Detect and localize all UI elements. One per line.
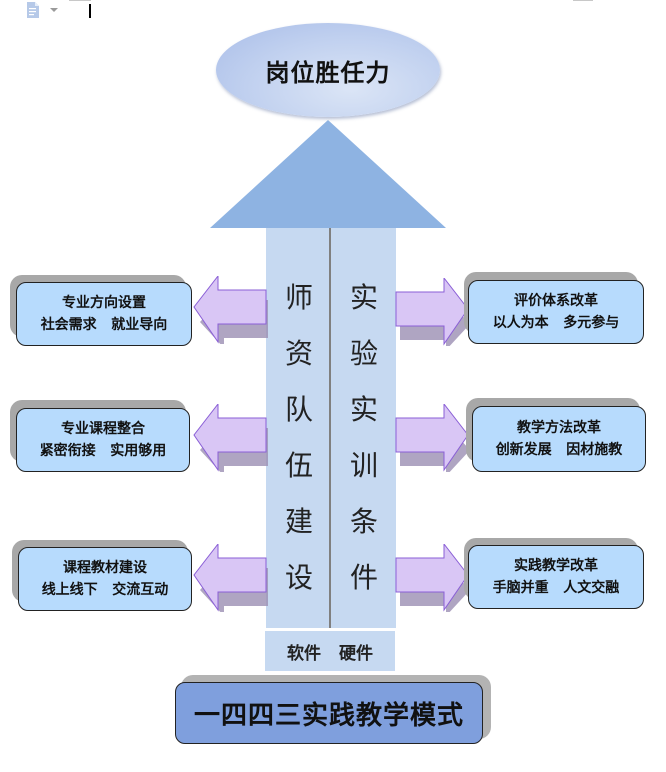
text-cursor: [89, 4, 91, 18]
card-subtitle: 线上线下 交流互动: [41, 582, 169, 598]
card-title: 评价体系改革: [514, 293, 598, 309]
card-subtitle: 以人为本 多元参与: [492, 315, 620, 331]
pillar-divider: [329, 228, 331, 628]
card-subtitle: 社会需求 就业导向: [40, 317, 168, 333]
goal-ellipse: 岗位胜任力: [216, 23, 440, 117]
right-arrow: [395, 404, 470, 472]
up-arrow-head: [210, 120, 446, 228]
card-title: 专业方向设置: [62, 295, 146, 311]
pillar-char: 设: [284, 561, 313, 594]
pillar-char: 伍: [284, 449, 313, 482]
pillar-char: 件: [349, 561, 378, 594]
foundation-box: 一四四三实践教学模式: [175, 682, 483, 744]
left-arrow: [193, 404, 268, 472]
right-card-practice-teaching-reform: 实践教学改革 手脑并重 人文交融: [468, 545, 644, 609]
pillar-right-column: 实 验 实 训 条 件: [334, 270, 394, 606]
document-icon[interactable]: [26, 2, 40, 18]
divider: [69, 0, 91, 1]
left-arrow: [193, 276, 268, 344]
foundation-label: 一四四三实践教学模式: [193, 700, 464, 731]
left-card-course-integration: 专业课程整合 紧密衔接 实用够用: [16, 408, 190, 472]
left-arrow: [193, 544, 268, 612]
base-item-hardware: 硬件: [339, 643, 373, 664]
right-arrow: [395, 278, 470, 346]
left-card-textbook-construction: 课程教材建设 线上线下 交流互动: [18, 547, 192, 611]
card-title: 专业课程整合: [61, 421, 145, 437]
card-subtitle: 紧密衔接 实用够用: [39, 443, 167, 459]
pillar-body: [266, 228, 396, 628]
card-title: 教学方法改革: [517, 420, 601, 436]
left-card-major-direction: 专业方向设置 社会需求 就业导向: [16, 282, 192, 346]
pillar-char: 条: [349, 505, 378, 538]
pillar-base: 软件 硬件: [265, 631, 395, 671]
base-item-software: 软件: [287, 643, 321, 664]
divider: [573, 0, 593, 1]
right-card-evaluation-reform: 评价体系改革 以人为本 多元参与: [468, 280, 644, 344]
card-title: 实践教学改革: [514, 558, 598, 574]
pillar-char: 资: [284, 337, 313, 370]
pillar-char: 实: [349, 393, 378, 426]
pillar-char: 建: [284, 505, 313, 538]
pillar-char: 训: [349, 449, 378, 482]
right-card-teaching-method-reform: 教学方法改革 创新发展 因材施教: [472, 406, 646, 472]
goal-label: 岗位胜任力: [265, 58, 391, 87]
card-title: 课程教材建设: [63, 560, 147, 576]
pillar-left-column: 师 资 队 伍 建 设: [269, 270, 329, 606]
card-subtitle: 创新发展 因材施教: [495, 442, 623, 458]
pillar-char: 验: [349, 337, 378, 370]
card-subtitle: 手脑并重 人文交融: [492, 580, 620, 596]
caret-down-icon[interactable]: [50, 8, 58, 12]
right-arrow: [395, 544, 470, 612]
pillar-char: 实: [349, 281, 378, 314]
pillar-char: 师: [284, 281, 313, 314]
pillar-char: 队: [284, 393, 313, 426]
